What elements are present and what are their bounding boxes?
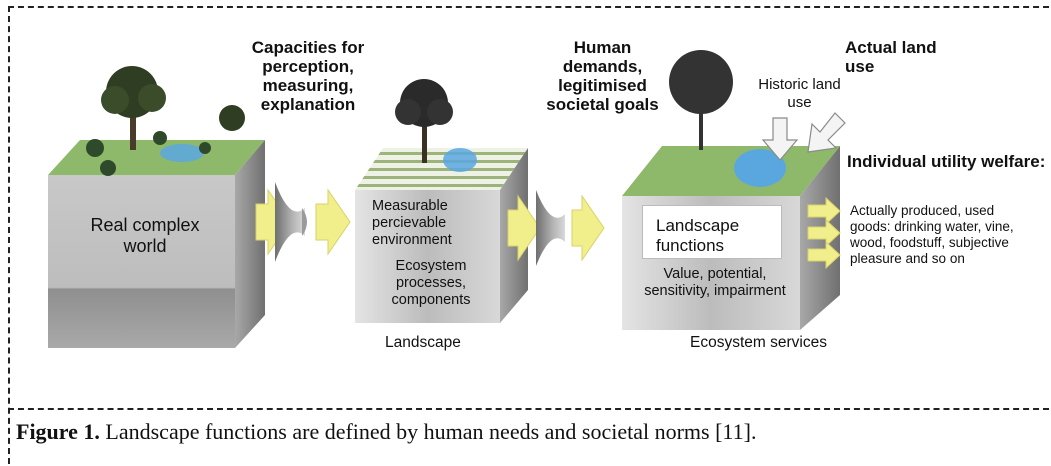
funnel-icon <box>275 182 305 262</box>
real-world-label: Real complex world <box>90 215 200 256</box>
arrow-right-icon <box>315 188 351 256</box>
arrow-right-icon <box>571 194 605 262</box>
pond-icon <box>160 144 204 162</box>
human-demands-heading: Human demands, legitimised societal goal… <box>546 38 659 114</box>
produced-goods-label: Actually produced, used goods: drinking … <box>850 203 1014 266</box>
tree-trunk-icon <box>422 118 427 163</box>
landscape-functions-box <box>642 205 782 259</box>
tree-trunk-icon <box>699 110 703 150</box>
shrub-icon <box>86 139 104 157</box>
real-world-front <box>48 175 235 348</box>
value-potential-label: Value, potential, sensitivity, impairmen… <box>644 266 786 299</box>
caption-separator <box>8 408 1049 410</box>
figure-caption-text: Landscape functions are defined by human… <box>99 419 757 444</box>
arrow-right-icon <box>807 240 841 270</box>
arrow-diagonal-icon <box>807 112 846 153</box>
funnel-icon <box>536 190 565 266</box>
figure-caption: Figure 1. Landscape functions are define… <box>16 419 756 445</box>
tree-trunk-icon <box>130 105 136 150</box>
real-world-side <box>235 140 265 348</box>
pond-icon <box>734 149 786 187</box>
landscape-caption: Landscape <box>385 334 461 351</box>
arrow-right-icon <box>807 196 841 226</box>
individual-utility-heading: Individual utility welfare: <box>847 152 1046 171</box>
arrow-down-icon <box>761 117 799 161</box>
pond-icon <box>443 148 477 172</box>
arrow-right-icon <box>507 194 541 262</box>
landscape-front <box>355 190 500 323</box>
ecosystem-top <box>622 146 840 196</box>
landscape-top <box>355 148 528 190</box>
arrow-right-icon <box>807 218 841 248</box>
tree-icon <box>669 50 733 114</box>
measurable-environment-label: Measurable percievable environment <box>372 198 452 248</box>
real-world-block <box>48 66 265 348</box>
actual-land-use-heading: Actual land use <box>845 38 937 76</box>
real-world-top <box>48 140 265 175</box>
figure-label: Figure 1. <box>16 419 100 444</box>
landscape-functions-label: Landscape functions <box>656 216 740 255</box>
landscape-block <box>355 79 528 323</box>
capacities-heading: Capacities for perception, measuring, ex… <box>251 38 365 114</box>
ecosystem-processes-label: Ecosystem processes, components <box>391 258 471 308</box>
bush-icon <box>219 105 245 131</box>
historic-land-use-label: Historic land use <box>758 76 841 111</box>
figure-frame <box>8 6 1049 464</box>
ecosystem-services-caption: Ecosystem services <box>690 334 827 351</box>
